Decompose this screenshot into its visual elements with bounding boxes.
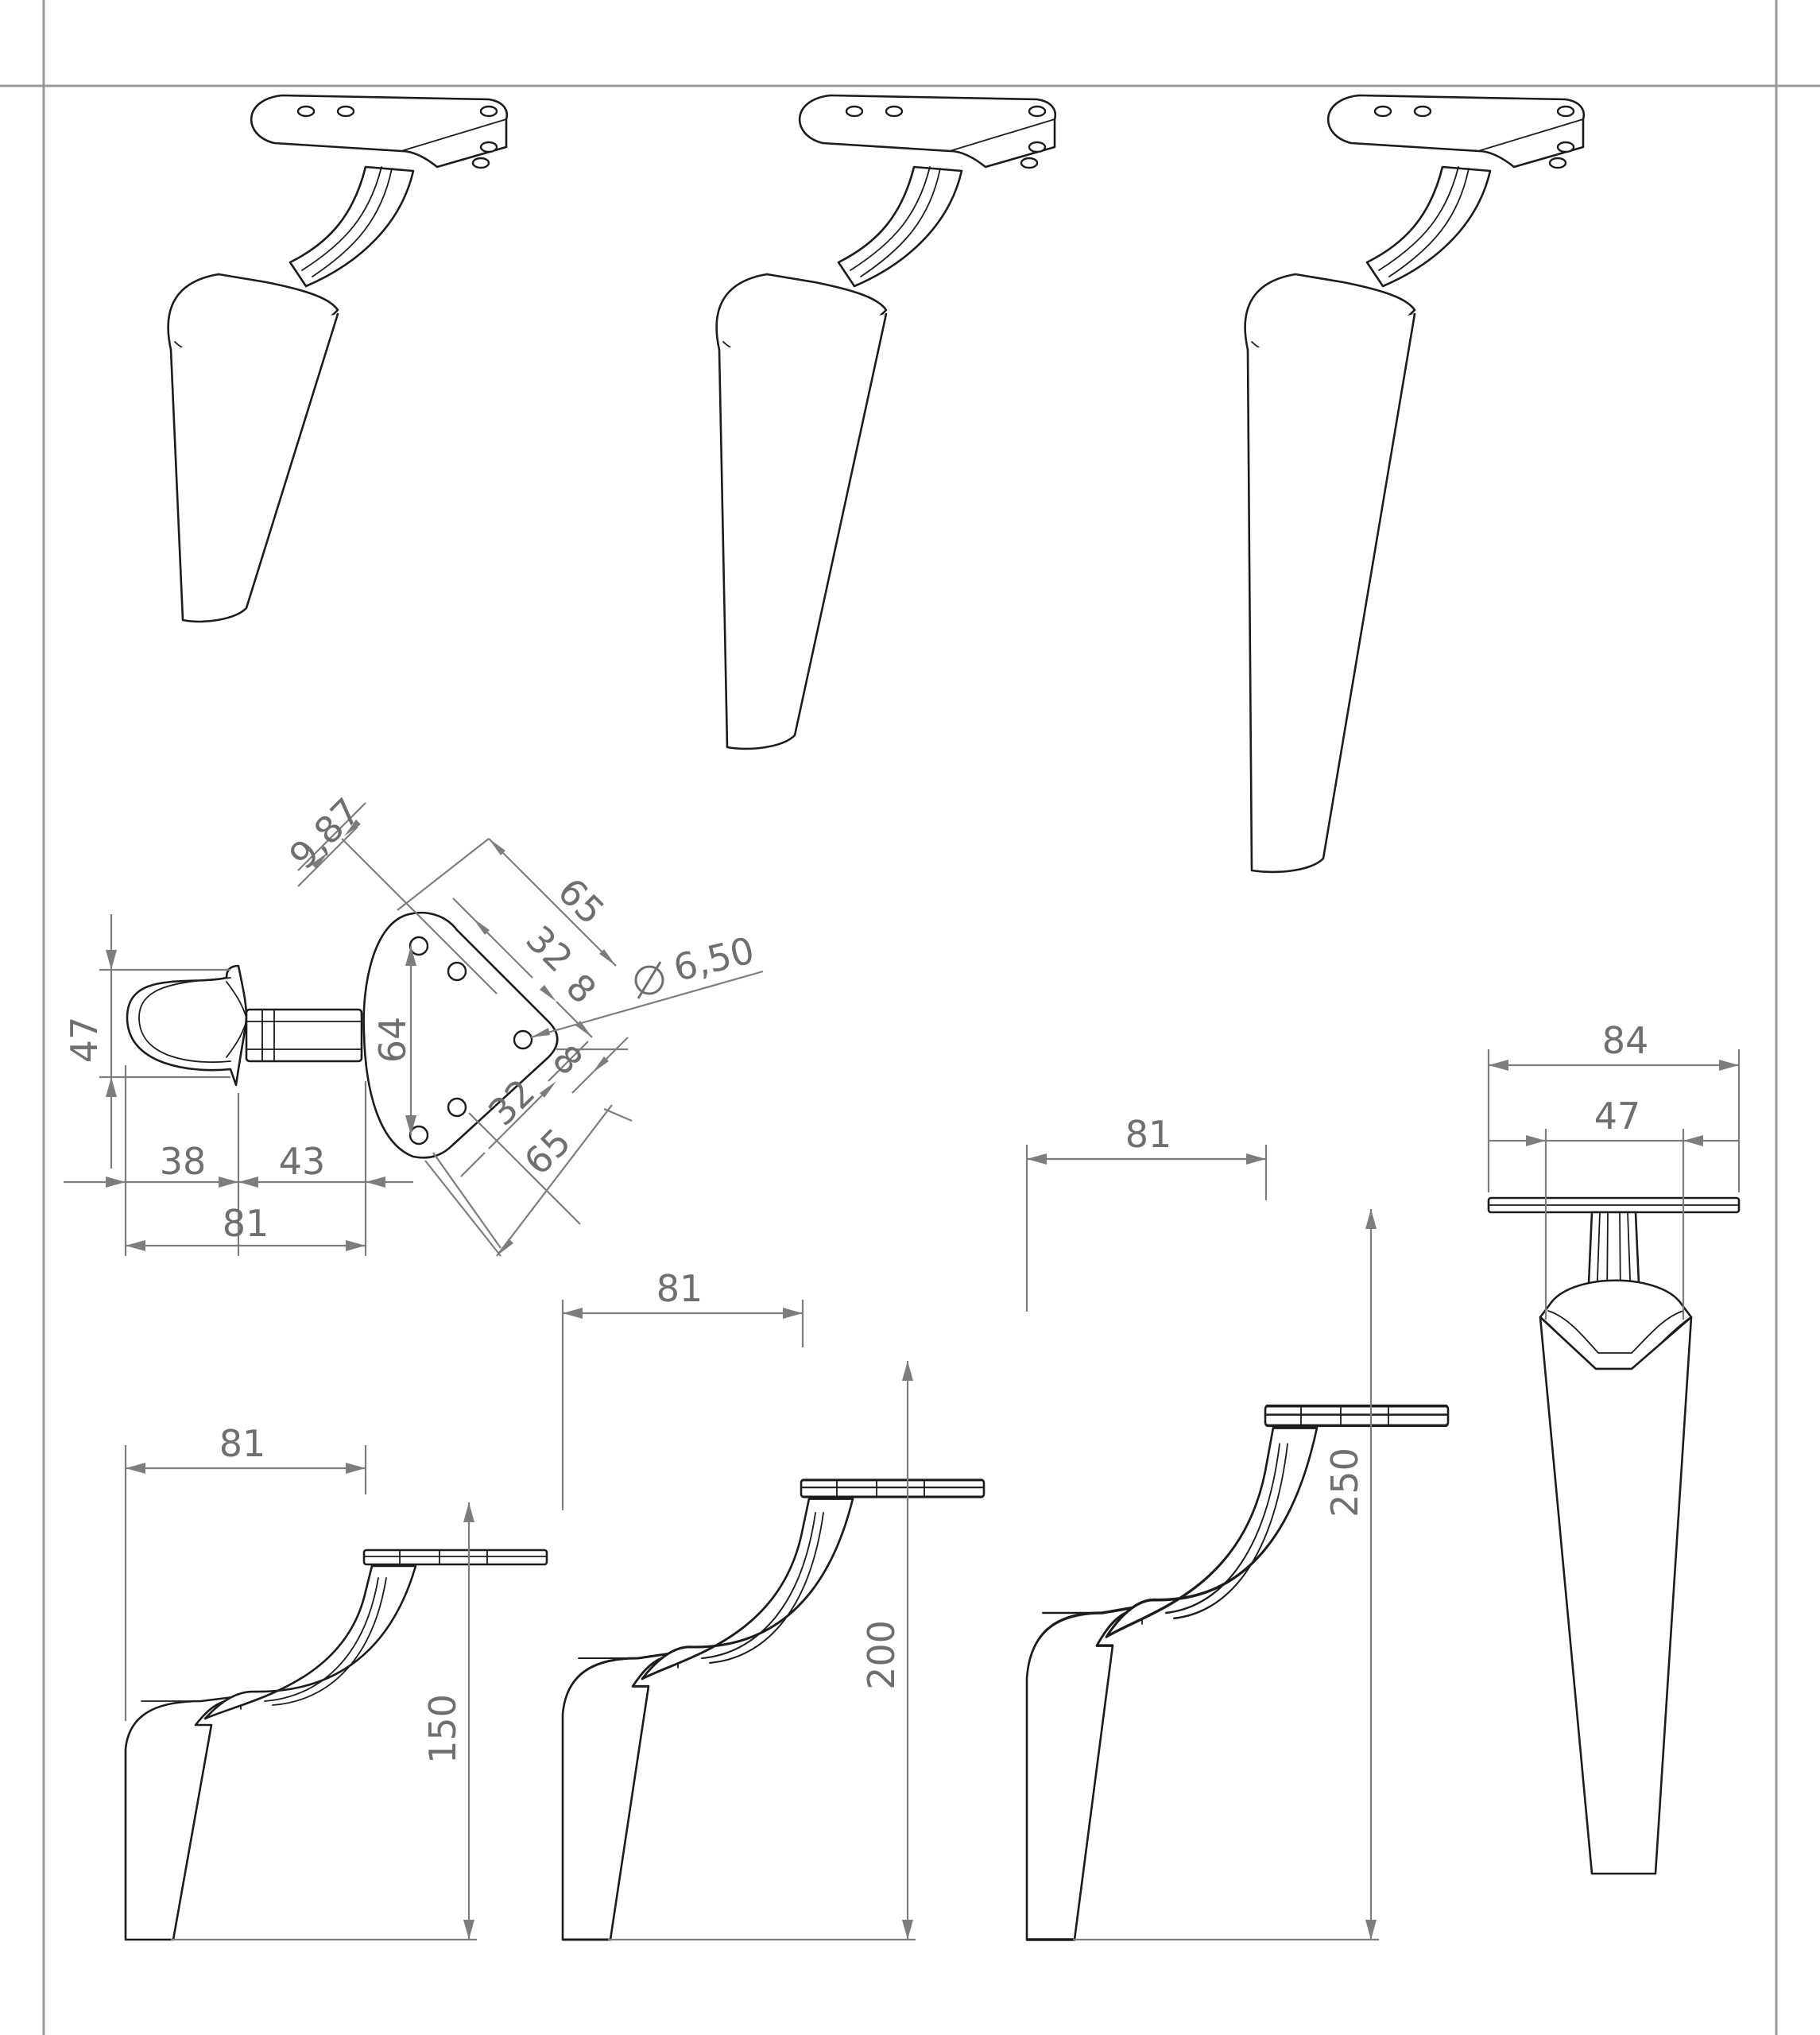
side-view-200 [561,1479,986,1941]
front-plate-width: 84 [1602,1019,1649,1062]
dim-diag-32-top: 32 [518,917,582,981]
side-200-reach: 81 [656,1267,703,1310]
dim-diag-8-top: 8 [558,965,605,1012]
side-view-250 [1025,1404,1450,1941]
dim-overall-81: 81 [223,1202,269,1245]
isometric-view-200 [715,94,1057,750]
dim-diag-65-top: 65 [550,870,614,933]
side-200-height: 200 [860,1620,903,1690]
isometric-view-250 [1244,94,1586,874]
dim-stem-43: 43 [279,1140,326,1183]
dim-stem-38: 38 [160,1140,207,1183]
dim-width-47: 47 [63,1017,106,1064]
side-view-dimensions: 81 150 81 200 81 250 [124,1113,1379,1941]
front-view-dimensions: 84 47 [1487,1019,1741,1320]
side-250-height: 250 [1323,1448,1366,1518]
front-stem-width: 47 [1594,1095,1641,1138]
dim-plate-64: 64 [371,1017,414,1064]
side-150-height: 150 [421,1694,464,1764]
isometric-view-150 [167,94,509,623]
side-150-reach: 81 [219,1422,266,1465]
plan-view-dimensions [64,802,764,1257]
front-view [1487,1196,1741,1875]
side-view-150 [124,1549,548,1941]
dim-offset-9-87: 9,87 [281,789,369,878]
dim-diag-65-bottom: 65 [516,1120,579,1184]
side-250-reach: 81 [1125,1113,1172,1156]
plan-view [126,911,559,1159]
dim-hole-diameter: 6,50 [669,928,758,990]
diameter-symbol-icon [634,961,664,999]
